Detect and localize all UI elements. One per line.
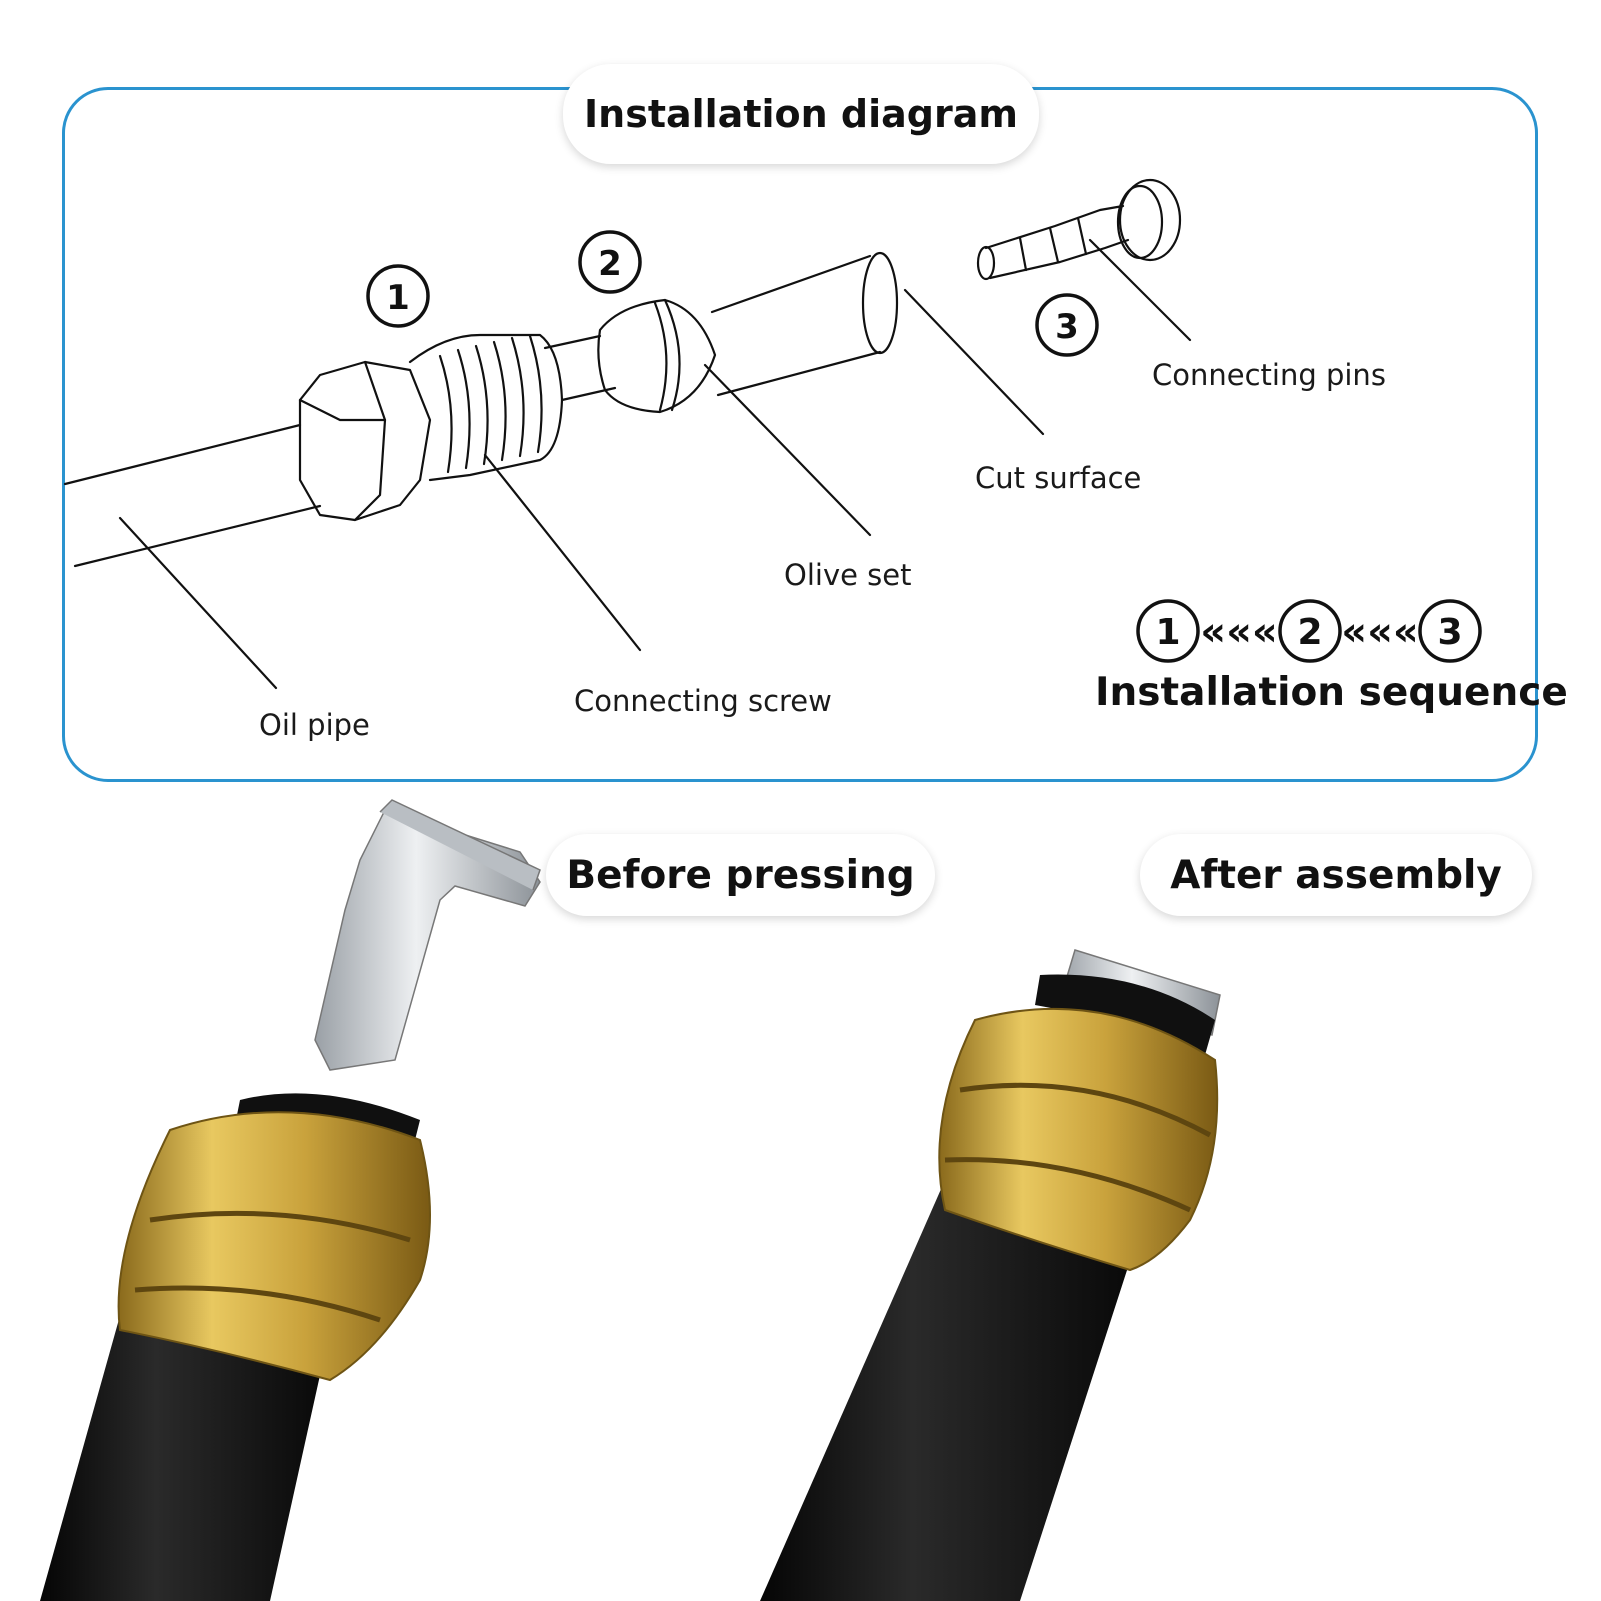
callout-2-circle xyxy=(578,230,642,294)
callout-3-circle xyxy=(1035,293,1099,357)
installation-diagram-drawing: 1 2 3 xyxy=(63,178,1192,690)
sequence-title: Installation sequence xyxy=(1095,670,1568,715)
callout-1-text: 1 xyxy=(386,278,410,318)
installation-sequence-graphic: 1 ««« 2 ««« 3 xyxy=(1136,599,1482,663)
after-assembly-label: After assembly xyxy=(1140,834,1532,916)
sequence-step-2: 2 xyxy=(1297,612,1322,653)
label-connecting-screw: Connecting screw xyxy=(574,684,832,718)
callout-2-text: 2 xyxy=(598,244,622,284)
callout-1-circle xyxy=(366,264,430,328)
sequence-arrow-2: ««« xyxy=(1341,609,1419,655)
callout-3-text: 3 xyxy=(1055,307,1079,347)
sequence-arrow-1: ««« xyxy=(1200,609,1278,655)
sequence-step-1: 1 xyxy=(1155,612,1180,653)
olive-set-drawing xyxy=(597,298,717,414)
photo-before-pressing xyxy=(40,799,541,1601)
connecting-screw-drawing xyxy=(298,333,564,522)
photo-after-assembly xyxy=(760,949,1221,1601)
label-oil-pipe: Oil pipe xyxy=(259,708,370,742)
leader-connecting-screw xyxy=(483,453,642,652)
label-olive-set: Olive set xyxy=(784,558,912,592)
leader-olive-set xyxy=(703,363,872,537)
connecting-pin-drawing xyxy=(976,178,1182,281)
leader-cut-surface xyxy=(903,288,1045,436)
oil-pipe-drawing xyxy=(63,423,322,568)
leader-oil-pipe xyxy=(118,516,278,690)
label-cut-surface: Cut surface xyxy=(975,461,1142,495)
leader-connecting-pins xyxy=(1088,238,1192,342)
sequence-step-3: 3 xyxy=(1437,612,1462,653)
product-photos xyxy=(40,799,1221,1601)
before-pressing-label: Before pressing xyxy=(546,834,935,916)
diagram-title: Installation diagram xyxy=(563,64,1039,164)
label-connecting-pins: Connecting pins xyxy=(1152,358,1386,392)
